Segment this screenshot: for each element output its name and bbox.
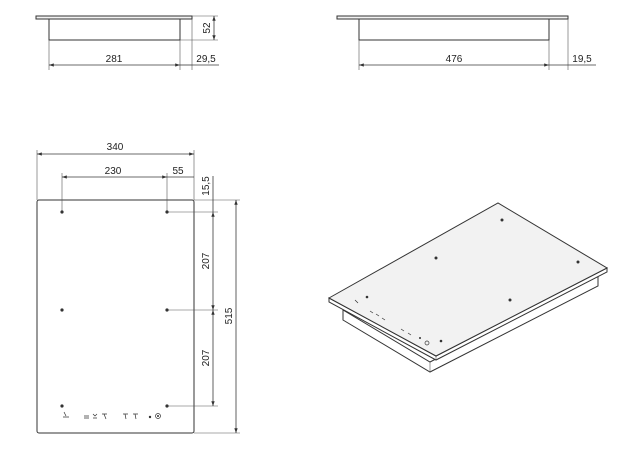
top-inner-span-label: 230 [105,166,122,177]
iso-control-icons [354,299,430,346]
iso-control-icon [381,317,386,321]
iso-zone-marker [500,218,504,222]
front-overhang-label: 29,5 [196,54,216,65]
zone-marker [165,308,169,312]
iso-zone-marker [365,295,369,299]
iso-control-icon [407,332,412,336]
side-view-body [358,18,550,41]
touch-control-icons [63,411,161,420]
control-icon [123,413,128,420]
iso-zone-marker [434,256,438,260]
isometric-view [327,202,609,373]
side-view: 476 19,5 [336,15,596,70]
zone-marker [60,210,64,214]
iso-control-icon [375,313,380,317]
side-overhang-label: 19,5 [572,54,592,65]
side-width-label: 476 [446,54,463,65]
zone-marker [60,308,64,312]
iso-control-icon [419,337,421,339]
iso-glass-top [327,202,609,357]
zone-marker [165,210,169,214]
iso-zone-marker [508,298,512,302]
control-icon [84,415,89,419]
top-offset-label: 15,5 [201,176,212,196]
iso-control-icon [369,310,374,314]
front-view: 52 281 29,5 [35,15,219,70]
iso-control-icon [354,299,359,304]
iso-zone-marker [439,339,443,343]
iso-power-icon [424,340,430,346]
zone-marker [165,404,169,408]
control-icon [148,415,152,419]
top-zone-lower-label: 207 [201,349,212,366]
power-icon-center [157,415,159,417]
control-icon [102,413,107,420]
front-view-body [48,18,181,41]
top-zone-upper-label: 207 [201,252,212,269]
iso-control-icon [400,328,405,332]
zone-marker [60,404,64,408]
control-icon [63,411,69,418]
top-view: 340 230 55 15,5 207 207 515 [36,142,240,434]
front-depth-label: 281 [106,54,123,65]
top-total-depth-label: 515 [224,307,235,324]
power-icon [155,413,161,419]
top-edge-offset-label: 55 [172,166,184,177]
top-width-label: 340 [107,142,124,153]
control-icon [92,413,98,419]
top-view-glass [36,199,195,434]
iso-zone-marker [576,260,580,264]
control-icon [133,413,138,420]
front-height-label: 52 [202,22,213,34]
